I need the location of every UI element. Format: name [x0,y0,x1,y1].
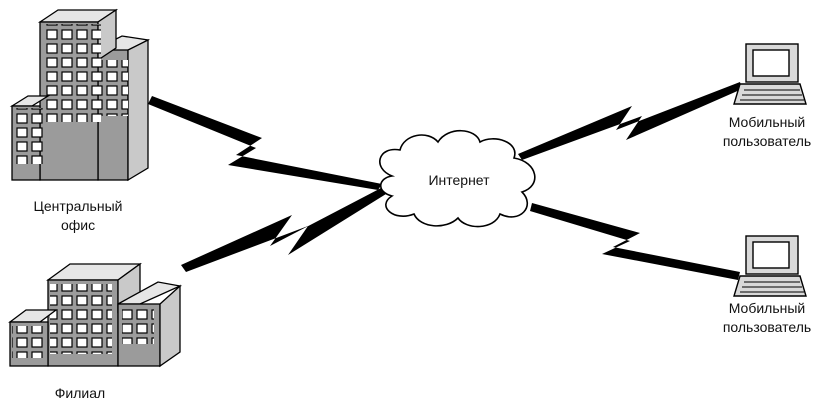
hq-label-line1: Центральный [18,197,138,216]
hq-building-icon [12,10,148,180]
mobile-bottom-label-line1: Мобильный [702,299,832,318]
laptop-icon-top [734,44,806,104]
mobile-bottom-label-line2: пользователь [702,318,832,337]
hq-label-line2: офис [18,216,138,235]
mobile-top-label-line2: пользователь [702,132,832,151]
mobile-bottom-label: Мобильный пользователь [702,299,832,337]
hq-label: Центральный офис [18,197,138,235]
branch-building-icon [10,264,180,366]
link-internet-mobile-bottom [530,203,740,280]
link-hq-internet [148,96,382,190]
laptop-icon-bottom [734,236,806,296]
branch-label: Филиал [30,384,130,403]
link-branch-internet [181,187,386,272]
internet-label: Интернет [404,171,514,190]
mobile-top-label-line1: Мобильный [702,113,832,132]
mobile-top-label: Мобильный пользователь [702,113,832,151]
